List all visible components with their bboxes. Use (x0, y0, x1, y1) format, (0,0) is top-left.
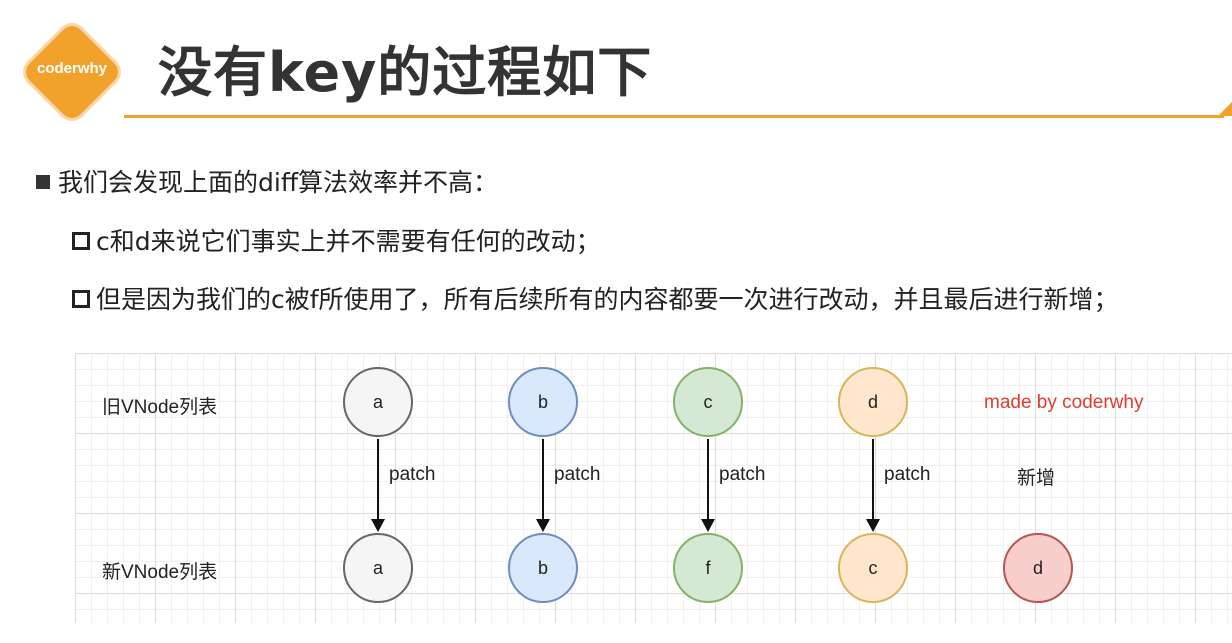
patch-label: patch (719, 464, 766, 485)
main-bullet-text: 我们会发现上面的diff算法效率并不高： (58, 168, 499, 197)
coderwhy-logo: coderwhy (21, 21, 123, 123)
title-underline (124, 115, 1224, 118)
patch-label: patch (554, 464, 601, 485)
hollow-square-bullet-icon (72, 290, 90, 308)
new-vnode-list-label: 新VNode列表 (102, 562, 218, 583)
vnode-diagram: 旧VNode列表 新VNode列表 a b c d a b f c d patc… (75, 353, 1232, 623)
new-node-f: f (673, 533, 743, 603)
sub-bullet-2: 但是因为我们的c被f所使用了，所有后续所有的内容都要一次进行改动，并且最后进行新… (72, 280, 1119, 316)
old-vnode-list-label: 旧VNode列表 (102, 397, 218, 418)
new-node-b: b (508, 533, 578, 603)
patch-arrow-a (371, 439, 385, 532)
watermark-text: made by coderwhy (984, 392, 1144, 413)
old-node-c: c (673, 367, 743, 437)
sub-bullet-2-text: 但是因为我们的c被f所使用了，所有后续所有的内容都要一次进行改动，并且最后进行新… (96, 285, 1119, 314)
new-node-d: d (1003, 533, 1073, 603)
hollow-square-bullet-icon (72, 232, 90, 250)
patch-arrow-b (536, 439, 550, 532)
sub-bullet-1-text: c和d来说它们事实上并不需要有任何的改动； (96, 227, 601, 256)
main-bullet: 我们会发现上面的diff算法效率并不高： (36, 163, 498, 199)
added-label: 新增 (1017, 467, 1056, 489)
new-node-c: c (838, 533, 908, 603)
patch-arrow-d (866, 439, 880, 532)
patch-arrow-c (701, 439, 715, 532)
old-node-d: d (838, 367, 908, 437)
slide-title: 没有key的过程如下 (158, 41, 653, 104)
patch-label: patch (884, 464, 931, 485)
logo-text: coderwhy (36, 60, 108, 77)
new-node-a: a (343, 533, 413, 603)
old-node-b: b (508, 367, 578, 437)
title-underline-corner (1218, 102, 1232, 116)
patch-label: patch (389, 464, 436, 485)
filled-square-bullet-icon (36, 175, 50, 189)
old-node-a: a (343, 367, 413, 437)
sub-bullet-1: c和d来说它们事实上并不需要有任何的改动； (72, 222, 601, 258)
